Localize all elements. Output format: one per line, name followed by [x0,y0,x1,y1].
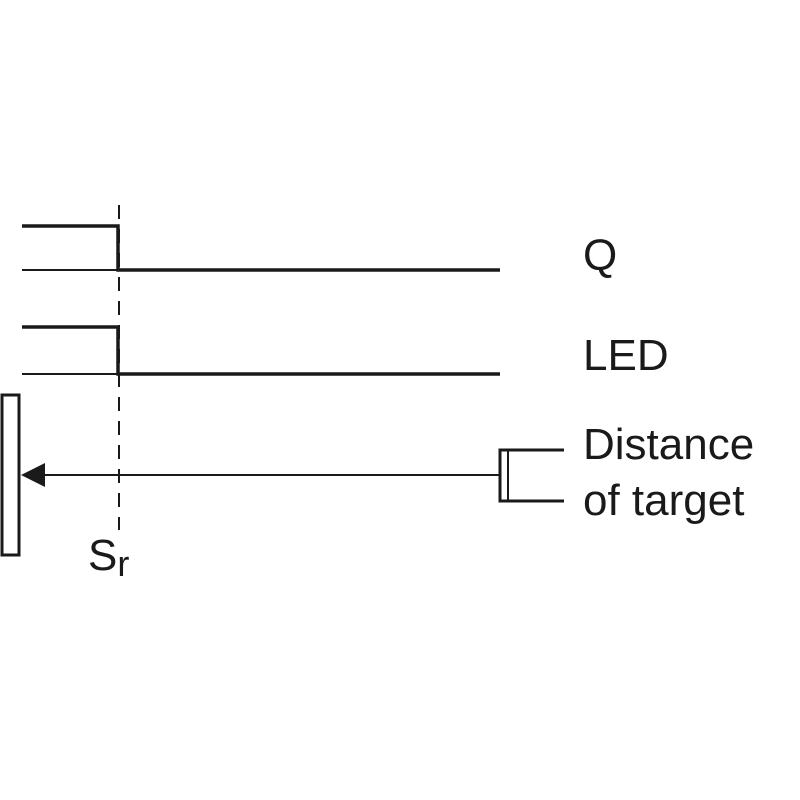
target-plate [0,393,21,557]
distance-of-target-label-line2: of target [583,476,744,525]
q-waveform [22,224,500,272]
distance-of-target-label-line1: Distance [583,420,754,469]
switching-distance-subscript: r [117,543,129,584]
switching-distance-symbol: S [88,531,117,580]
switching-distance-label: Sr [88,531,129,584]
led-signal [22,325,500,376]
led-waveform [22,325,500,376]
sensor-icon [498,448,564,503]
led-label: LED [583,331,669,380]
arrowhead-icon [21,463,45,487]
q-signal [22,224,500,272]
distance-arrow [21,463,500,487]
q-label: Q [583,231,617,280]
